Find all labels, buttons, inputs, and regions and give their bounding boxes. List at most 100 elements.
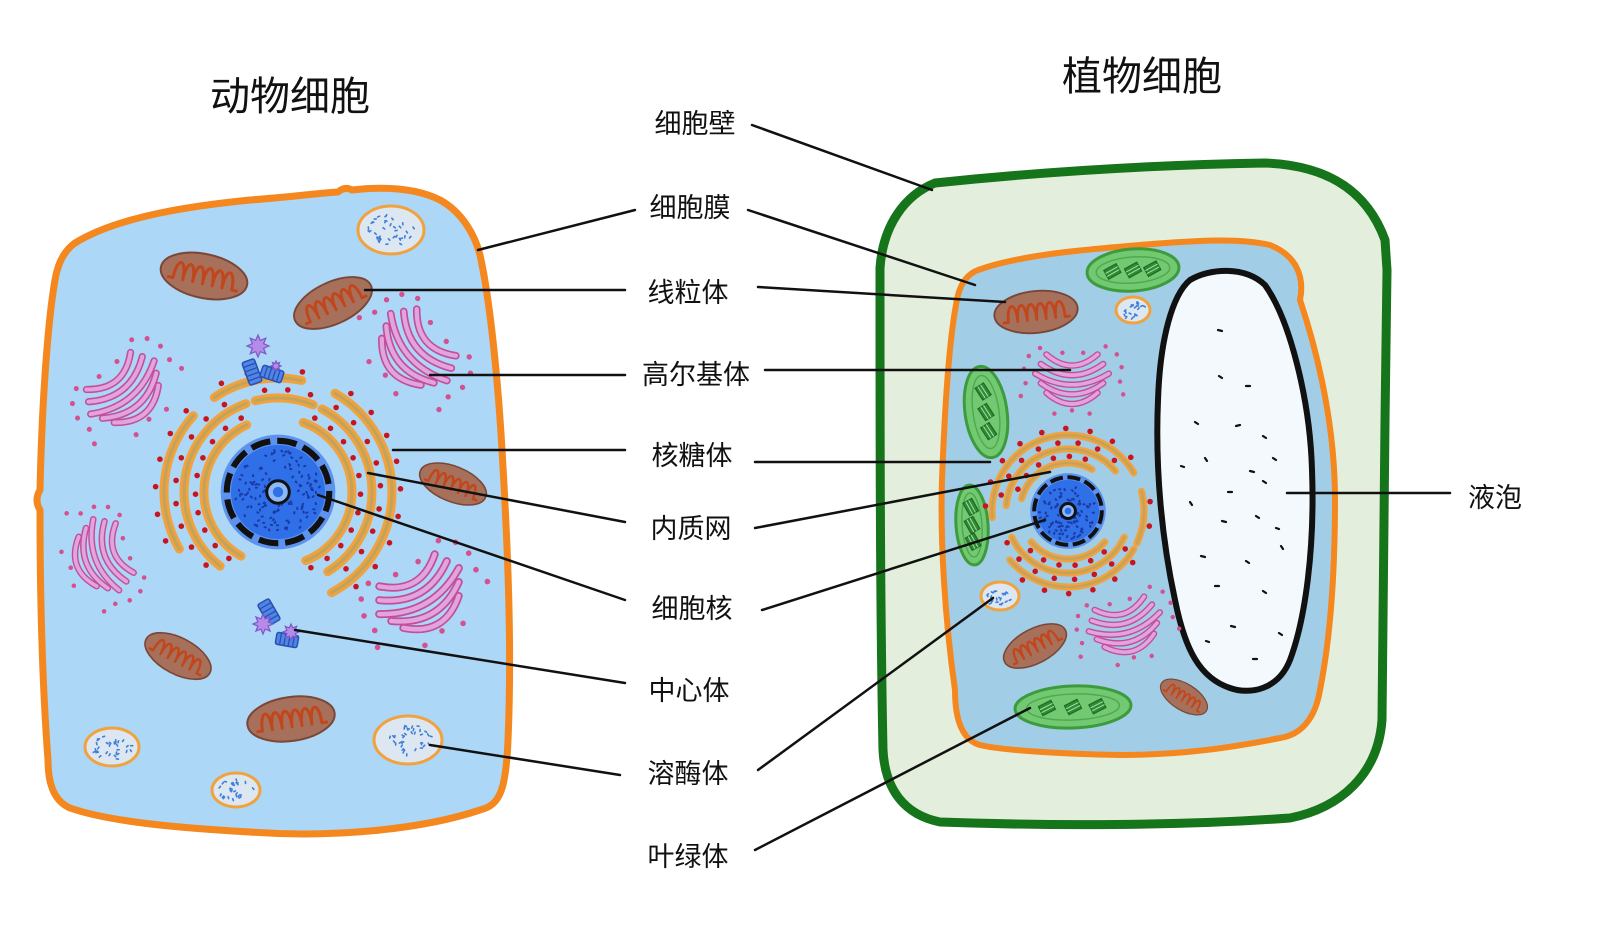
golgi-vesicle: [1079, 640, 1085, 646]
mitochondrion: [993, 289, 1079, 335]
golgi-vesicle: [383, 297, 390, 303]
ribosome: [1087, 428, 1093, 435]
golgi-vesicle: [64, 510, 69, 516]
golgi-vesicle: [374, 644, 381, 651]
golgi-vesicle: [399, 291, 405, 298]
centrosome: [251, 598, 301, 649]
er-lumen: [253, 396, 315, 407]
leader-er-plant: [753, 470, 1052, 530]
golgi-vesicle: [435, 537, 442, 544]
thylakoid-lines: [1090, 701, 1105, 712]
ribosome: [1146, 523, 1153, 529]
golgi-cisterna: [1092, 594, 1146, 617]
golgi-vesicle: [436, 406, 442, 413]
golgi-vesicle: [127, 555, 133, 561]
label-cell-membrane: 细胞膜: [650, 193, 731, 224]
ribosome: [192, 491, 199, 498]
golgi-apparatus: [1018, 344, 1126, 416]
mitochondrion: [1159, 678, 1209, 716]
golgi-vesicle: [366, 358, 372, 365]
er-lumen: [320, 407, 374, 574]
thylakoid-lines: [982, 424, 995, 439]
ribosome: [1017, 440, 1023, 447]
golgi-vesicle: [1075, 613, 1081, 619]
golgi-vesicle: [484, 578, 491, 585]
label-ribosome: 核糖体: [652, 441, 733, 472]
ribosome: [167, 430, 174, 437]
golgi-vesicle: [459, 384, 466, 391]
golgi-apparatus: [59, 504, 147, 614]
ribosome: [1128, 454, 1134, 461]
chloroplast: [962, 364, 1010, 460]
golgi-apparatus: [69, 336, 185, 447]
thylakoid-lines: [1145, 263, 1160, 275]
mitochondrion: [144, 631, 212, 681]
thylakoid-lines: [966, 517, 978, 533]
ribosome: [1101, 549, 1107, 555]
lysosome: [372, 714, 444, 766]
golgi-cisterna: [1044, 352, 1100, 368]
chloroplast-stroma: [1095, 256, 1171, 284]
golgi-vesicle: [1119, 364, 1124, 370]
golgi-vesicle: [86, 426, 92, 432]
golgi-cisterna: [401, 593, 461, 632]
nucleus: [1030, 473, 1106, 549]
leader-lysosome-animal: [428, 743, 622, 777]
animal-leader-lines: [293, 208, 637, 777]
label-vacuole: 液泡: [1468, 483, 1522, 514]
pericentriolar-material: [281, 622, 301, 642]
nucleus: [220, 434, 336, 550]
golgi-vesicle: [393, 390, 399, 397]
mitochondrion-cristae: [256, 705, 328, 734]
mitochondrion: [246, 695, 336, 743]
golgi-vesicle: [460, 620, 466, 627]
golgi-vesicle: [371, 627, 378, 634]
ribosome: [209, 438, 216, 445]
ribosome: [393, 458, 400, 465]
ribosome: [1027, 547, 1034, 554]
ribosome: [1015, 486, 1021, 493]
thylakoid-lines: [980, 405, 992, 420]
er-lumen: [162, 414, 195, 551]
golgi-vesicle: [1074, 627, 1079, 632]
golgi-vesicle: [1107, 601, 1112, 607]
golgi-vesicle: [1026, 353, 1032, 359]
mitochondrion-cristae: [304, 284, 368, 326]
ribosome: [355, 509, 361, 516]
golgi-vesicle: [1168, 600, 1173, 606]
microtubule-triplets: [259, 601, 279, 623]
mitochondrion: [293, 276, 373, 330]
golgi-vesicle: [361, 613, 367, 619]
ribosome: [221, 401, 228, 408]
ribosome: [372, 563, 379, 570]
leader-mitochondrion-plant: [756, 285, 1007, 304]
ribosome: [1050, 455, 1057, 462]
golgi-vesicle: [1037, 345, 1043, 351]
ribosome: [348, 390, 354, 397]
ribosome: [157, 456, 163, 463]
label-mitochondrion: 线粒体: [648, 278, 729, 309]
ribosome: [1051, 575, 1058, 582]
golgi-vesicle: [144, 336, 150, 342]
golgi-cisterna: [84, 350, 133, 392]
ribosome: [327, 425, 334, 432]
vacuole: [1154, 267, 1316, 694]
ribosome: [1055, 440, 1061, 446]
er-lumen: [990, 433, 1135, 519]
golgi-vesicle: [1080, 350, 1086, 356]
ribosome: [308, 564, 314, 571]
golgi-cisterna: [1038, 362, 1106, 377]
ribosome: [373, 460, 380, 466]
nuclear-envelope: [223, 437, 333, 547]
nuclear-envelope: [1032, 475, 1104, 547]
chromatin: [234, 449, 321, 532]
golgi-cisterna: [384, 323, 437, 385]
er-lumen: [1135, 490, 1146, 545]
ribosome: [195, 509, 201, 516]
ribosome: [1091, 571, 1098, 578]
golgi-vesicle: [1060, 350, 1065, 356]
golgi-vesicle: [138, 588, 143, 594]
lysosome-membrane: [83, 726, 141, 768]
thylakoid-lines: [965, 499, 976, 515]
plant-cell-title: 植物细胞: [1062, 54, 1222, 100]
